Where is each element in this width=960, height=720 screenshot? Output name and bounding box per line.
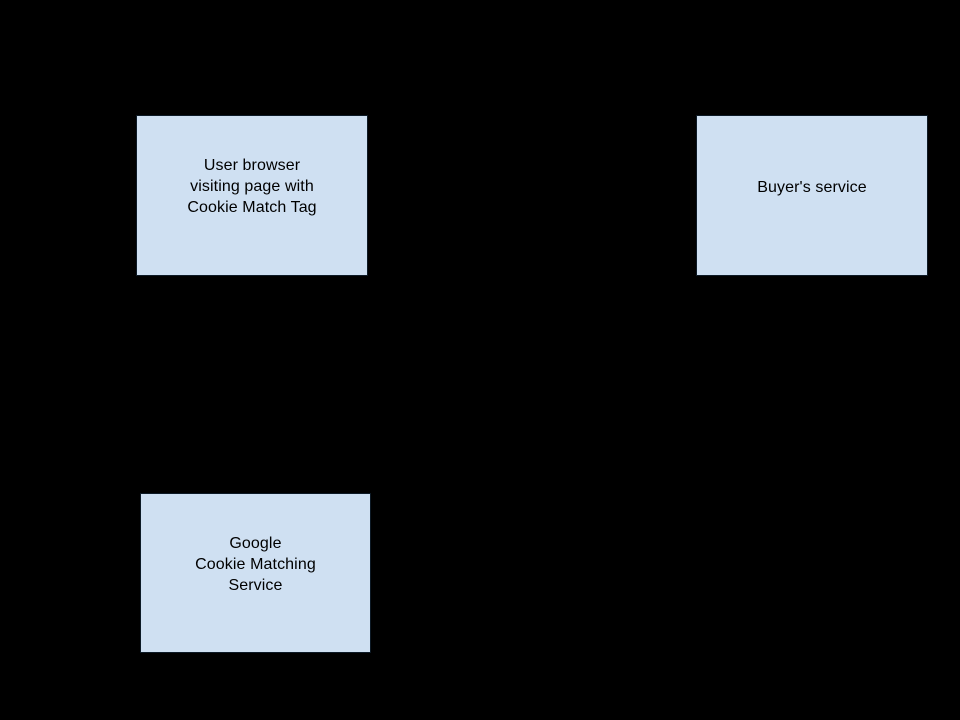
diagram-node-buyers-service-label: Buyer's service [757, 179, 867, 196]
diagram-node-google-cookie-matching-service-label: Google Cookie Matching Service [195, 534, 316, 594]
diagram-node-user-browser-label: User browser visiting page with Cookie M… [187, 157, 317, 216]
diagram-node-google-cookie-matching-service[interactable]: Google Cookie Matching Service [140, 493, 371, 653]
diagram-node-buyers-service[interactable]: Buyer's service [696, 115, 928, 276]
diagram-node-user-browser[interactable]: User browser visiting page with Cookie M… [136, 115, 368, 276]
